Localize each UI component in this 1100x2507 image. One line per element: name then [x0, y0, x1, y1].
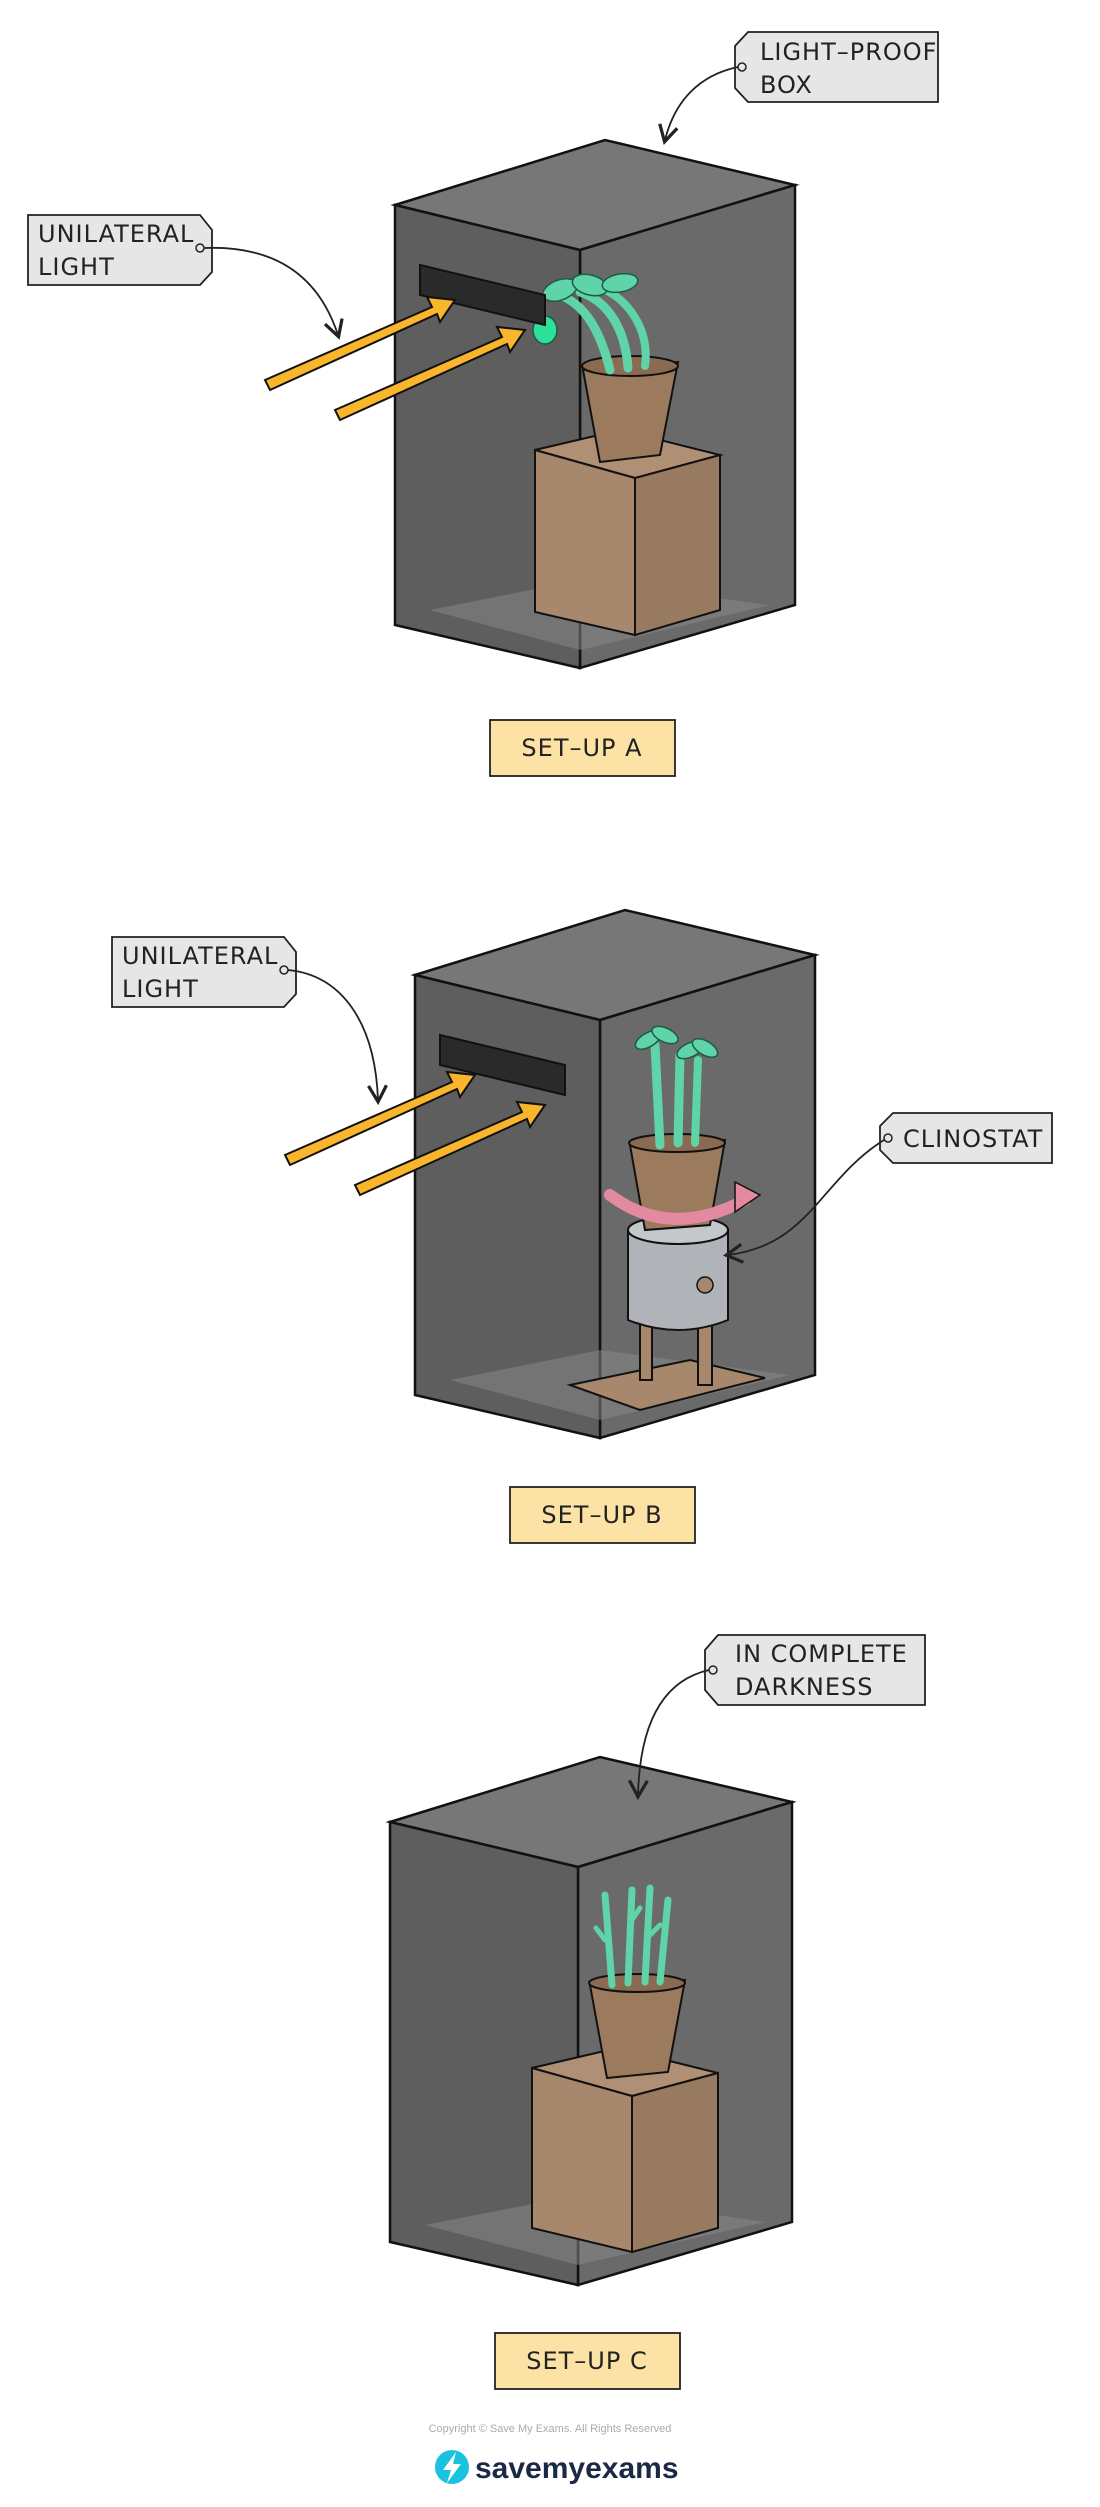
rotation-arrowhead	[734, 1180, 762, 1214]
label-light-proof-box: LIGHT–PROOF BOX	[658, 31, 939, 145]
light-proof-box-b	[410, 908, 820, 1440]
lightning-bolt-glyph	[443, 2452, 461, 2483]
plant-etiolated-c	[593, 1884, 672, 1989]
label-text-line1: UNILATERAL	[122, 942, 278, 970]
pot-c	[588, 1973, 687, 2080]
caption-text: SET–UP A	[521, 734, 642, 762]
setup-c: IN COMPLETE DARKNESS SET–UP C	[385, 1634, 926, 2390]
brand-name: savemyexams	[475, 2452, 679, 2485]
label-text-line2: DARKNESS	[735, 1673, 873, 1701]
light-window-b	[439, 1033, 566, 1097]
label-text: CLINOSTAT	[903, 1125, 1043, 1153]
label-clinostat: CLINOSTAT	[722, 1112, 1053, 1264]
plant-straight-b	[634, 1025, 719, 1150]
label-text-line2: LIGHT	[122, 975, 199, 1003]
rotation-arrow	[604, 1189, 751, 1225]
label-text-line2: LIGHT	[38, 253, 115, 281]
stand-c	[531, 2046, 719, 2254]
label-complete-darkness: IN COMPLETE DARKNESS	[627, 1634, 926, 1801]
label-unilateral-light-b: UNILATERAL LIGHT	[111, 936, 388, 1106]
light-arrows-a	[263, 295, 527, 422]
setup-b: UNILATERAL LIGHT CLINOSTAT SET–UP B	[111, 908, 1053, 1544]
stand-a	[534, 428, 724, 637]
label-text-line1: UNILATERAL	[38, 220, 194, 248]
label-unilateral-light-a: UNILATERAL LIGHT	[27, 214, 344, 340]
light-window-a	[419, 263, 546, 327]
label-text-line2: BOX	[760, 71, 813, 99]
label-text-line1: LIGHT–PROOF	[760, 38, 938, 66]
caption-text: SET–UP B	[541, 1501, 662, 1529]
clinostat-device	[627, 1215, 729, 1386]
caption-setup-c: SET–UP C	[494, 2332, 681, 2390]
caption-setup-a: SET–UP A	[489, 719, 676, 777]
caption-setup-b: SET–UP B	[509, 1486, 696, 1544]
footer: Copyright © Save My Exams. All Rights Re…	[429, 2423, 679, 2485]
caption-text: SET–UP C	[526, 2347, 647, 2375]
copyright-text: Copyright © Save My Exams. All Rights Re…	[429, 2423, 672, 2435]
setup-a: UNILATERAL LIGHT LIGHT–PROOF BOX SET–UP …	[27, 31, 939, 777]
light-arrows-b	[283, 1070, 547, 1197]
label-text-line1: IN COMPLETE	[735, 1640, 908, 1668]
brand-logo: savemyexams	[435, 2450, 679, 2485]
